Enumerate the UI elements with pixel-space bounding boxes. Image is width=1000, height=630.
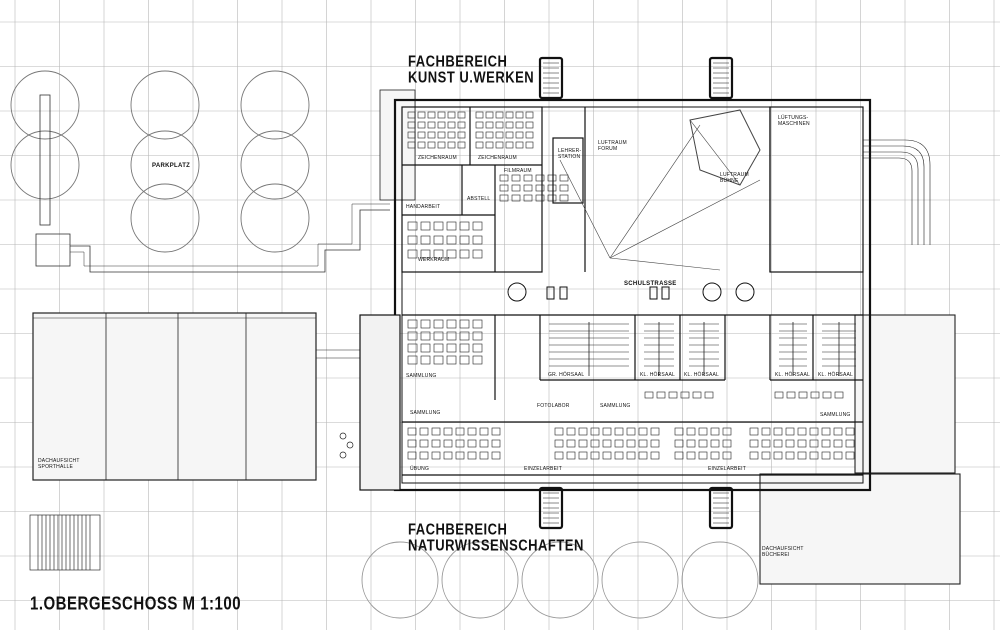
label-kl-hoersaal-2: KL. HÖRSAAL xyxy=(684,372,719,378)
label-sammlung-3: SAMMLUNG xyxy=(600,403,631,409)
label-dachaufsicht-buecherei: DACHAUFSICHT BÜCHEREI xyxy=(762,546,804,558)
label-parkplatz: PARKPLATZ xyxy=(152,163,191,169)
heading-kunst-line1: FACHBEREICH xyxy=(408,52,508,70)
label-gr-hoersaal: GR. HÖRSAAL xyxy=(548,372,585,378)
label-lueftungsmaschinen: LÜFTUNGS-MASCHINEN xyxy=(778,115,810,127)
label-dachaufsicht-sporthalle: DACHAUFSICHT SPORTHALLE xyxy=(38,458,80,470)
sporthalle-roof xyxy=(32,312,360,481)
label-abstell: ABSTELL xyxy=(467,196,491,202)
label-kl-hoersaal-4: KL. HÖRSAAL xyxy=(818,372,853,378)
label-werkraum: WERKRAUM xyxy=(418,257,450,263)
heading-natur-line2: NATURWISSENSCHAFTEN xyxy=(408,536,584,554)
label-schulstrasse: SCHULSTRASSE xyxy=(624,281,677,287)
label-sammlung-2: SAMMLUNG xyxy=(410,410,441,416)
label-einzelarbeit: EINZELARBEIT xyxy=(524,466,562,472)
floor-scale-title: 1.OBERGESCHOSS M 1:100 xyxy=(30,594,242,615)
schulstrasse-columns xyxy=(507,282,755,302)
heading-kunst-line2: KUNST U.WERKEN xyxy=(408,68,535,86)
label-einzelarbeit-2: EINZELARBEIT xyxy=(708,466,746,472)
label-uebung: ÜBUNG xyxy=(410,466,430,472)
label-fotolabor: FOTOLABOR xyxy=(537,403,570,409)
heading-natur-line1: FACHBEREICH xyxy=(408,520,508,538)
label-handarbeit: HANDARBEIT xyxy=(406,204,441,210)
approach-path xyxy=(35,94,390,273)
label-sammlung-1: SAMMLUNG xyxy=(406,373,437,379)
hydrant-symbols xyxy=(339,432,354,459)
label-lehrer-station: LEHRER-STATION xyxy=(558,148,582,160)
label-kl-hoersaal-1: KL. HÖRSAAL xyxy=(640,372,675,378)
stair-towers xyxy=(538,56,734,530)
forum-sightlines xyxy=(559,109,761,271)
entrance-steps xyxy=(29,514,101,571)
label-sammlung-4: SAMMLUNG xyxy=(820,412,851,418)
label-zeichenraum-1: ZEICHENRAUM xyxy=(418,155,457,161)
ventilation-duct xyxy=(863,139,931,245)
label-zeichenraum-2: ZEICHENRAUM xyxy=(478,155,517,161)
label-filmraum: FILMRAUM xyxy=(504,168,532,174)
naturwissenschaften-wing xyxy=(402,314,863,476)
furniture-pattern xyxy=(407,111,855,460)
label-luftraum-forum: LUFTRAUM FORUM xyxy=(598,140,627,152)
main-building xyxy=(359,98,872,492)
lecture-hall-seating xyxy=(549,322,856,376)
label-luftraum-buhne: LUFTRAUM BÜHNE xyxy=(720,172,749,184)
buecherei-roof xyxy=(379,89,961,585)
kunst-werken-wing xyxy=(401,106,864,273)
label-kl-hoersaal-3: KL. HÖRSAAL xyxy=(775,372,810,378)
parking-lot-circles xyxy=(10,70,759,619)
